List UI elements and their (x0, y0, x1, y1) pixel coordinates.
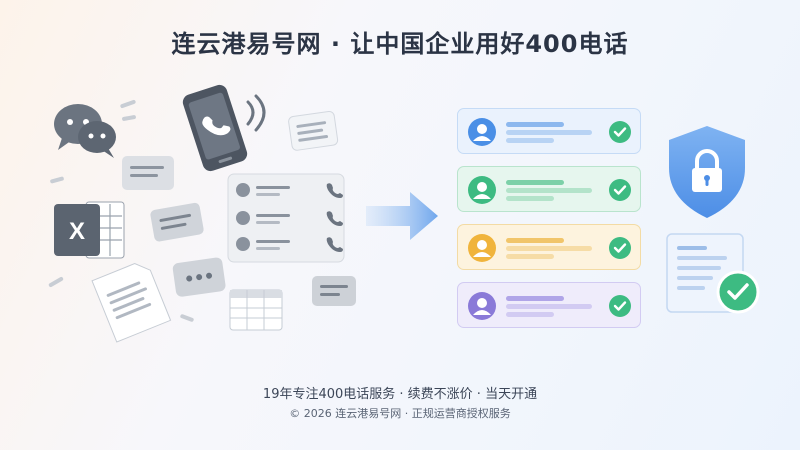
shield-lock-icon (669, 126, 745, 218)
typing-bubble-icon (172, 257, 226, 297)
avatar (468, 292, 496, 320)
contact-card-row (457, 224, 641, 270)
contact-card-row (457, 108, 641, 154)
phone-icon (182, 84, 248, 172)
check-icon (609, 121, 631, 143)
contact-card-row (457, 166, 641, 212)
svg-text:X: X (69, 218, 85, 245)
avatar (468, 176, 496, 204)
user-icon (473, 240, 491, 257)
check-icon (609, 179, 631, 201)
document-icon (91, 263, 172, 343)
user-icon (473, 124, 491, 141)
excel-icon: X (54, 201, 125, 259)
message-icon (122, 156, 174, 190)
chat-bubble-icon (312, 276, 356, 306)
contact-list-icon (227, 173, 345, 263)
checked-document-icon (666, 233, 760, 314)
avatar (468, 118, 496, 146)
check-icon (609, 295, 631, 317)
messy-channels-illustration: X (48, 84, 356, 343)
user-icon (473, 182, 491, 199)
note-card-icon (288, 110, 339, 151)
table-icon (229, 289, 283, 331)
arrow-right-icon (366, 192, 438, 240)
footer-copyright: © 2026 连云港易号网 · 正规运营商授权服务 (289, 407, 511, 420)
chat-bubbles-icon (54, 104, 116, 158)
message-icon (150, 202, 204, 242)
page-title: 连云港易号网 · 让中国企业用好400电话 (171, 30, 629, 58)
check-icon (609, 237, 631, 259)
footer-tagline: 19年专注400电话服务 · 续费不涨价 · 当天开通 (262, 387, 538, 402)
user-icon (473, 298, 491, 315)
contact-card-row (457, 282, 641, 328)
avatar (468, 234, 496, 262)
